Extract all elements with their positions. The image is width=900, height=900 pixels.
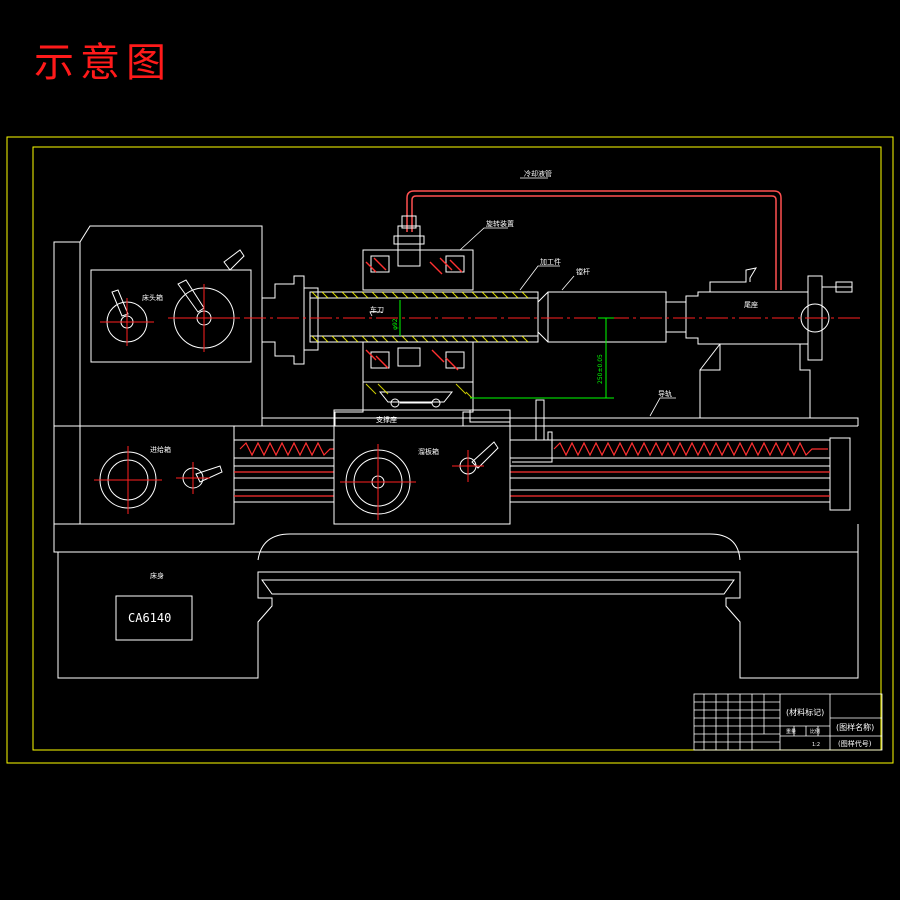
center-height-dimension [399,300,614,399]
title-weight-label: 重量 [786,728,796,735]
apron [333,409,511,525]
bore-diameter-label: φ92 [392,318,399,330]
title-material: (材料标记) [786,707,824,717]
title-scale-label: 比例 [810,728,820,735]
workpiece [309,291,539,343]
center-height-label: 250±0.05 [597,354,604,384]
title-block [693,693,883,751]
title-drawing-name: (图样名称) [836,722,874,732]
title-drawing-code: (图样代号) [838,739,872,748]
model-label: CA6140 [128,611,171,625]
tool-bar [537,291,667,343]
label-apron: 溜板箱 [418,447,439,456]
tailstock [665,267,853,419]
label-coolant-pipe: 冷却液管 [524,169,552,178]
label-feed-box: 进给箱 [150,445,171,454]
label-tool-bar: 镗杆 [576,267,590,276]
rotating-device [362,215,474,383]
label-workpiece: 加工件 [540,257,561,266]
feed-box [53,425,235,525]
label-headstock: 床头箱 [142,293,163,302]
label-tailstock: 尾座 [744,300,758,309]
support [334,382,474,427]
label-guide-rail: 导轨 [658,389,672,398]
coolant-pipe [406,190,782,290]
chuck [262,275,319,365]
label-rotating-device: 旋转装置 [486,219,514,228]
inner-frame [32,146,882,751]
label-support: 支撑座 [376,415,397,424]
headstock [53,225,263,427]
page-title: 示意图 [34,40,172,86]
outer-frame [6,136,894,764]
label-cutter: 车刀 [370,305,384,314]
label-bed: 床身 [150,571,164,580]
bed [53,524,859,679]
title-ratio: 1:2 [812,742,820,748]
